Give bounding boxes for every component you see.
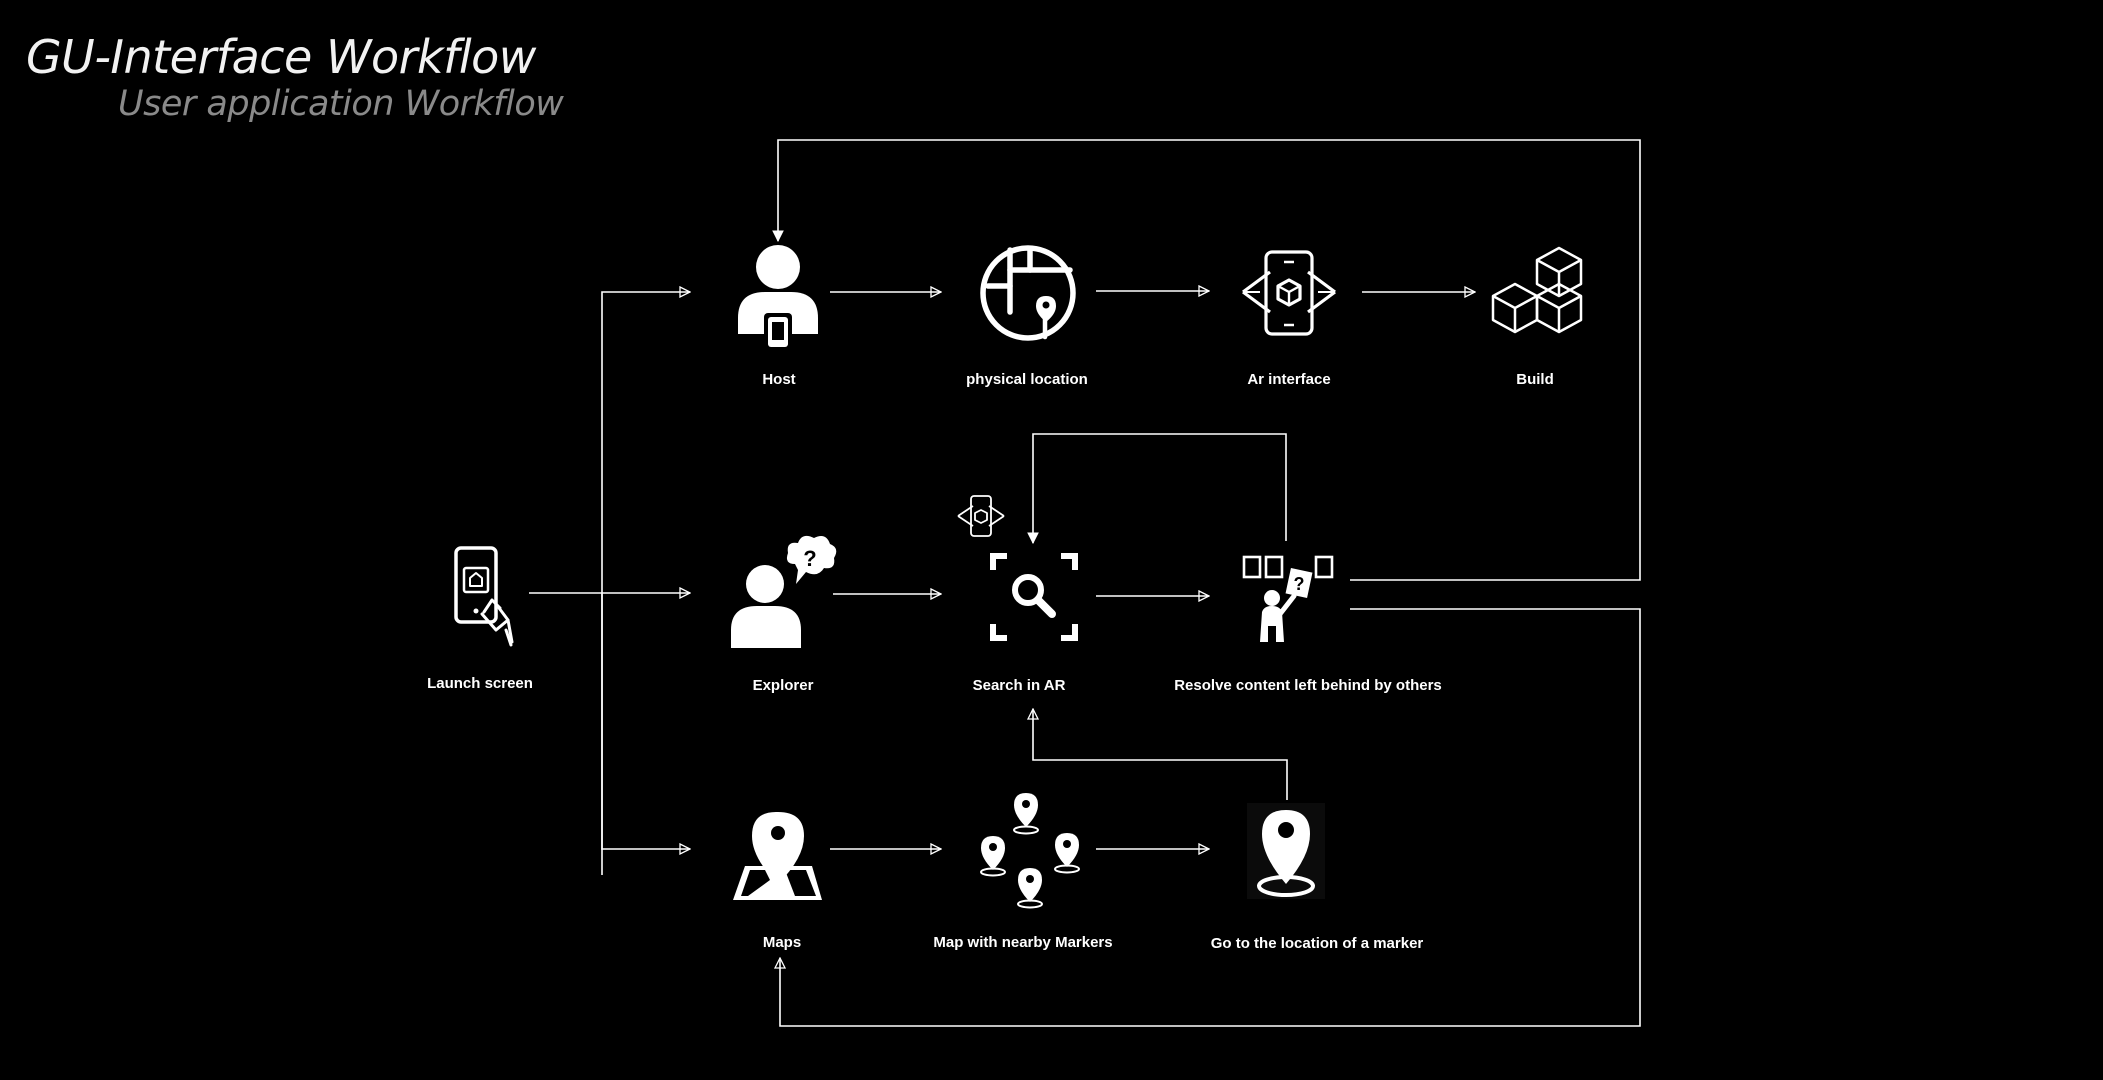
connector-resolve-loop-to-search: [1033, 433, 1287, 543]
label-host: Host: [762, 371, 796, 388]
marker-location-icon: [1247, 803, 1325, 899]
label-goto-marker: Go to the location of a marker: [1210, 935, 1424, 952]
svg-text:?: ?: [803, 546, 816, 571]
label-resolve: Resolve content left behind by others: [1174, 677, 1442, 694]
location-map-icon: [980, 245, 1076, 341]
connector-branch-host: [601, 292, 690, 875]
label-ar-interface: Ar interface: [1247, 371, 1331, 388]
label-launch-screen: Launch screen: [427, 675, 533, 692]
explorer-question-icon: ?: [731, 535, 837, 648]
nearby-markers-icon: [980, 793, 1080, 909]
label-explorer: Explorer: [752, 677, 814, 694]
ar-small-icon: [957, 495, 1005, 537]
page-title: GU-Interface Workflow: [26, 30, 536, 84]
connector-resolve-to-host: [778, 139, 1641, 581]
connector-resolve-to-maps: [780, 608, 1641, 1027]
label-build: Build: [1516, 371, 1554, 388]
svg-text:?: ?: [1294, 574, 1305, 594]
label-search-ar: Search in AR: [972, 677, 1066, 694]
cubes-icon: [1491, 246, 1583, 334]
ar-search-icon: [990, 553, 1078, 641]
connector-branch-maps: [601, 593, 690, 849]
label-physical-location: physical location: [966, 371, 1088, 388]
label-maps: Maps: [762, 934, 802, 951]
map-pin-icon: [733, 812, 822, 900]
connector-goto-to-search: [1033, 709, 1288, 800]
phone-tap-icon: [454, 546, 514, 647]
page-subtitle: User application Workflow: [118, 84, 564, 124]
host-user-phone-icon: [738, 245, 818, 351]
connectors: [529, 139, 1641, 1027]
resolve-content-icon: ?: [1242, 555, 1334, 642]
ar-phone-icon: [1242, 250, 1336, 336]
label-nearby-markers: Map with nearby Markers: [933, 934, 1113, 951]
